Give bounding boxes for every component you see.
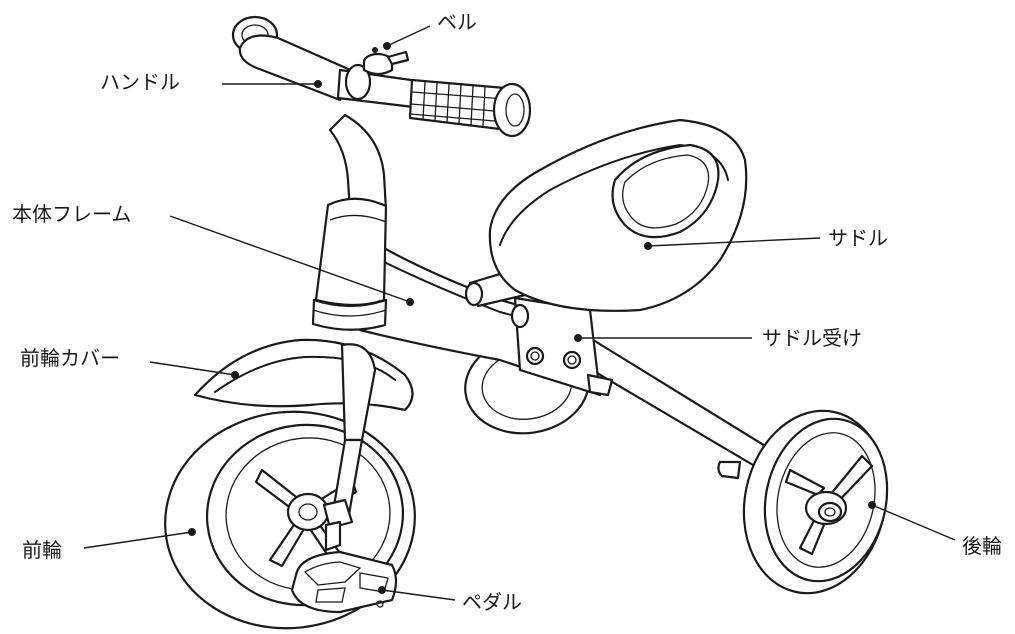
saddle-drawing bbox=[488, 118, 748, 312]
rear-right-wheel-drawing bbox=[742, 409, 889, 595]
saddle-label: サドル bbox=[828, 226, 888, 250]
fork-drawing bbox=[322, 343, 377, 530]
frame-leader bbox=[169, 215, 411, 303]
pedal-label: ペダル bbox=[462, 590, 522, 614]
bell-leader bbox=[386, 25, 431, 47]
saddle-leader bbox=[647, 237, 821, 247]
handle-label: ハンドル bbox=[100, 70, 180, 94]
front-wheel-leader bbox=[83, 531, 193, 549]
front-wheel-label: 前輪 bbox=[22, 538, 62, 562]
front-cover-leader bbox=[149, 361, 236, 376]
stem-drawing bbox=[311, 113, 388, 331]
pedal-drawing bbox=[290, 520, 398, 614]
bell-drawing bbox=[362, 47, 410, 76]
saddle-mount-label: サドル受け bbox=[762, 326, 862, 350]
rear-frame-arm-drawing bbox=[573, 333, 782, 480]
bell-label: ベル bbox=[437, 10, 477, 34]
leader-lines bbox=[83, 25, 956, 601]
rear-wheel-leader bbox=[871, 504, 956, 541]
frame-label: 本体フレーム bbox=[12, 202, 132, 226]
handlebar-drawing bbox=[231, 15, 532, 138]
pedal-leader bbox=[381, 589, 456, 601]
front-cover-label: 前輪カバー bbox=[20, 346, 120, 370]
front-cover-drawing bbox=[193, 338, 414, 412]
rear-wheel-label: 後輪 bbox=[962, 534, 1002, 558]
